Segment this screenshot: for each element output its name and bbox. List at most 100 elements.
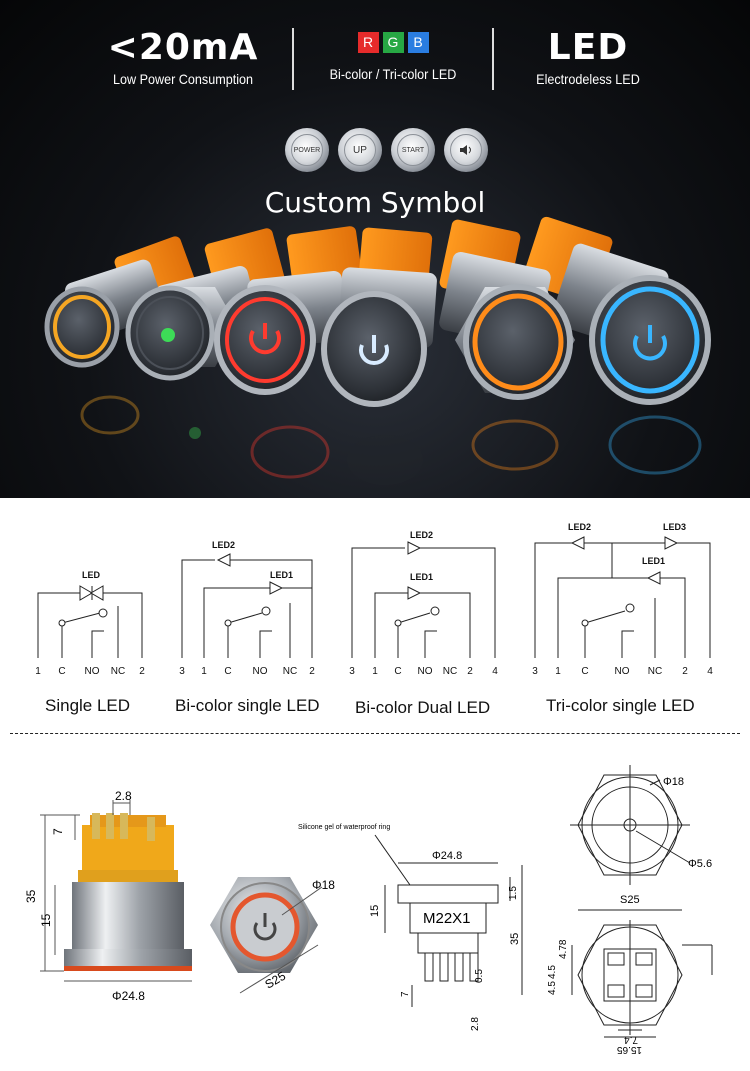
- power-icon: [359, 344, 389, 365]
- wiring-bicolor-dual: [351, 541, 496, 658]
- led-buttons-illustration: [44, 216, 711, 485]
- svg-text:1: 1: [201, 666, 207, 677]
- feature-low-power: <20mA Low Power Consumption: [98, 26, 268, 88]
- svg-text:C: C: [224, 666, 231, 677]
- reflections: [80, 395, 702, 485]
- led-label: LED1: [642, 556, 665, 566]
- dim-hex: S25: [620, 894, 640, 906]
- svg-text:NC: NC: [283, 666, 297, 677]
- dim-diameter: Φ24.8: [432, 850, 462, 862]
- svg-text:2: 2: [309, 666, 315, 677]
- svg-text:2: 2: [139, 666, 145, 677]
- custom-symbol-heading: Custom Symbol: [264, 186, 486, 219]
- rgb-badge-r: R: [357, 32, 379, 53]
- svg-text:NC: NC: [111, 666, 125, 677]
- svg-text:NC: NC: [443, 666, 457, 677]
- led-label: LED1: [270, 570, 293, 580]
- speaker-symbol-button: [444, 128, 488, 172]
- svg-text:C: C: [394, 666, 401, 677]
- dim-body: 15: [369, 905, 381, 917]
- svg-text:3: 3: [349, 666, 355, 677]
- led-label: LED1: [410, 572, 433, 582]
- green-dot: [161, 328, 175, 342]
- red-ring: [225, 297, 305, 383]
- side-view-photo: 35 7 15 2.8 Φ24.8: [24, 789, 192, 1003]
- power-symbol-button: POWER: [285, 128, 329, 172]
- dim-top: 1.5: [508, 886, 519, 900]
- dim-body: 15: [39, 913, 53, 927]
- terminal-labels: 1 C NO NC 2 3 1 C NO NC 2 3 1 C NO NC 2 …: [35, 666, 713, 677]
- wiring-tricolor-single: [534, 536, 711, 658]
- rgb-badge-g: G: [382, 32, 404, 53]
- divider: [492, 28, 494, 90]
- svg-text:3: 3: [179, 666, 185, 677]
- svg-text:1: 1: [372, 666, 378, 677]
- dim-thread: M22X1: [423, 910, 471, 927]
- svg-text:NO: NO: [615, 666, 630, 677]
- bottom-view-drawing: 4.78 4.5 4.5 7.4 15.65: [547, 920, 713, 1055]
- feature-rgb: R G B Bi-color / Tri-color LED: [318, 26, 468, 83]
- led-button-faces: [44, 275, 711, 407]
- led-label: LED2: [568, 522, 591, 532]
- svg-text:NO: NO: [85, 666, 100, 677]
- svg-text:NO: NO: [253, 666, 268, 677]
- dim-pin: 7: [400, 991, 411, 997]
- dim-diameter: Φ24.8: [112, 989, 145, 1003]
- svg-text:NC: NC: [648, 666, 662, 677]
- feature-electrodeless: LED Electrodeless LED: [518, 26, 658, 88]
- dim-pin-thickness: 0.5: [474, 969, 485, 983]
- led-label: LED2: [410, 530, 433, 540]
- svg-text:C: C: [58, 666, 65, 677]
- led-label: LED2: [212, 540, 235, 550]
- product-hero-banner: <20mA Low Power Consumption R G B Bi-col…: [0, 0, 750, 498]
- dim-diameter: Φ18: [663, 776, 684, 788]
- speaker-icon: [460, 145, 471, 155]
- caption-tricolor-single-led: Tri-color single LED: [546, 696, 695, 715]
- caption-single-led: Single LED: [45, 696, 131, 715]
- section-drawing: Silicone gel of waterproof ring Φ24.8 M2…: [298, 824, 523, 1031]
- ring-led-button-1: [44, 286, 120, 368]
- up-symbol-button: UP: [338, 128, 382, 172]
- blue-ring: [600, 286, 700, 394]
- svg-text:1: 1: [555, 666, 561, 677]
- power-icon: [633, 335, 667, 361]
- svg-text:C: C: [581, 666, 588, 677]
- dim-top: 7: [51, 828, 65, 835]
- dim-d3: 4.5: [547, 981, 558, 995]
- ring-led-button-5: [463, 284, 573, 400]
- dim-pin-width: 2.8: [470, 1017, 481, 1031]
- wiring-diagrams: LED LED2 LED1 LED2 LED1 LED2 LED3 LED1 1…: [35, 522, 713, 677]
- dim-w1: 7.4: [624, 1034, 638, 1045]
- symbol-buttons: POWER UP START: [285, 128, 488, 172]
- wiring-single-led: [37, 585, 143, 658]
- svg-text:NO: NO: [418, 666, 433, 677]
- dim-d2: 4.5: [547, 965, 558, 979]
- power-led-button-3: [214, 285, 316, 395]
- svg-text:4: 4: [492, 666, 498, 677]
- dim-w2: 15.65: [617, 1044, 642, 1055]
- dim-d1: 4.78: [558, 939, 569, 959]
- section-divider: [10, 733, 740, 734]
- dim-hole: Φ5.6: [688, 858, 712, 870]
- dimension-drawings: 35 7 15 2.8 Φ24.8 Φ18 S25 Sili: [24, 765, 713, 1055]
- svg-text:2: 2: [682, 666, 688, 677]
- orange-ring: [472, 293, 564, 391]
- rgb-badges: R G B: [318, 32, 468, 53]
- dim-pin-gap: 2.8: [115, 789, 132, 803]
- caption-bicolor-dual-led: Bi-color Dual LED: [355, 698, 491, 717]
- feature-caption: Low Power Consumption: [112, 71, 254, 87]
- seal-label: Silicone gel of waterproof ring: [298, 824, 390, 831]
- wiring-bicolor-single: [181, 553, 313, 658]
- led-title: LED: [547, 27, 629, 68]
- current-spec: <20mA: [107, 27, 259, 68]
- iso-view-photo: Φ18 S25: [210, 877, 335, 994]
- power-icon: [249, 329, 281, 355]
- feature-caption: Bi-color / Tri-color LED: [329, 66, 457, 82]
- rgb-badge-b: B: [407, 32, 429, 53]
- feature-caption: Electrodeless LED: [536, 71, 640, 87]
- power-icon: [253, 922, 277, 941]
- svg-text:2: 2: [467, 666, 473, 677]
- svg-text:4: 4: [707, 666, 713, 677]
- led-label: LED: [82, 570, 101, 580]
- amber-ring: [53, 295, 111, 359]
